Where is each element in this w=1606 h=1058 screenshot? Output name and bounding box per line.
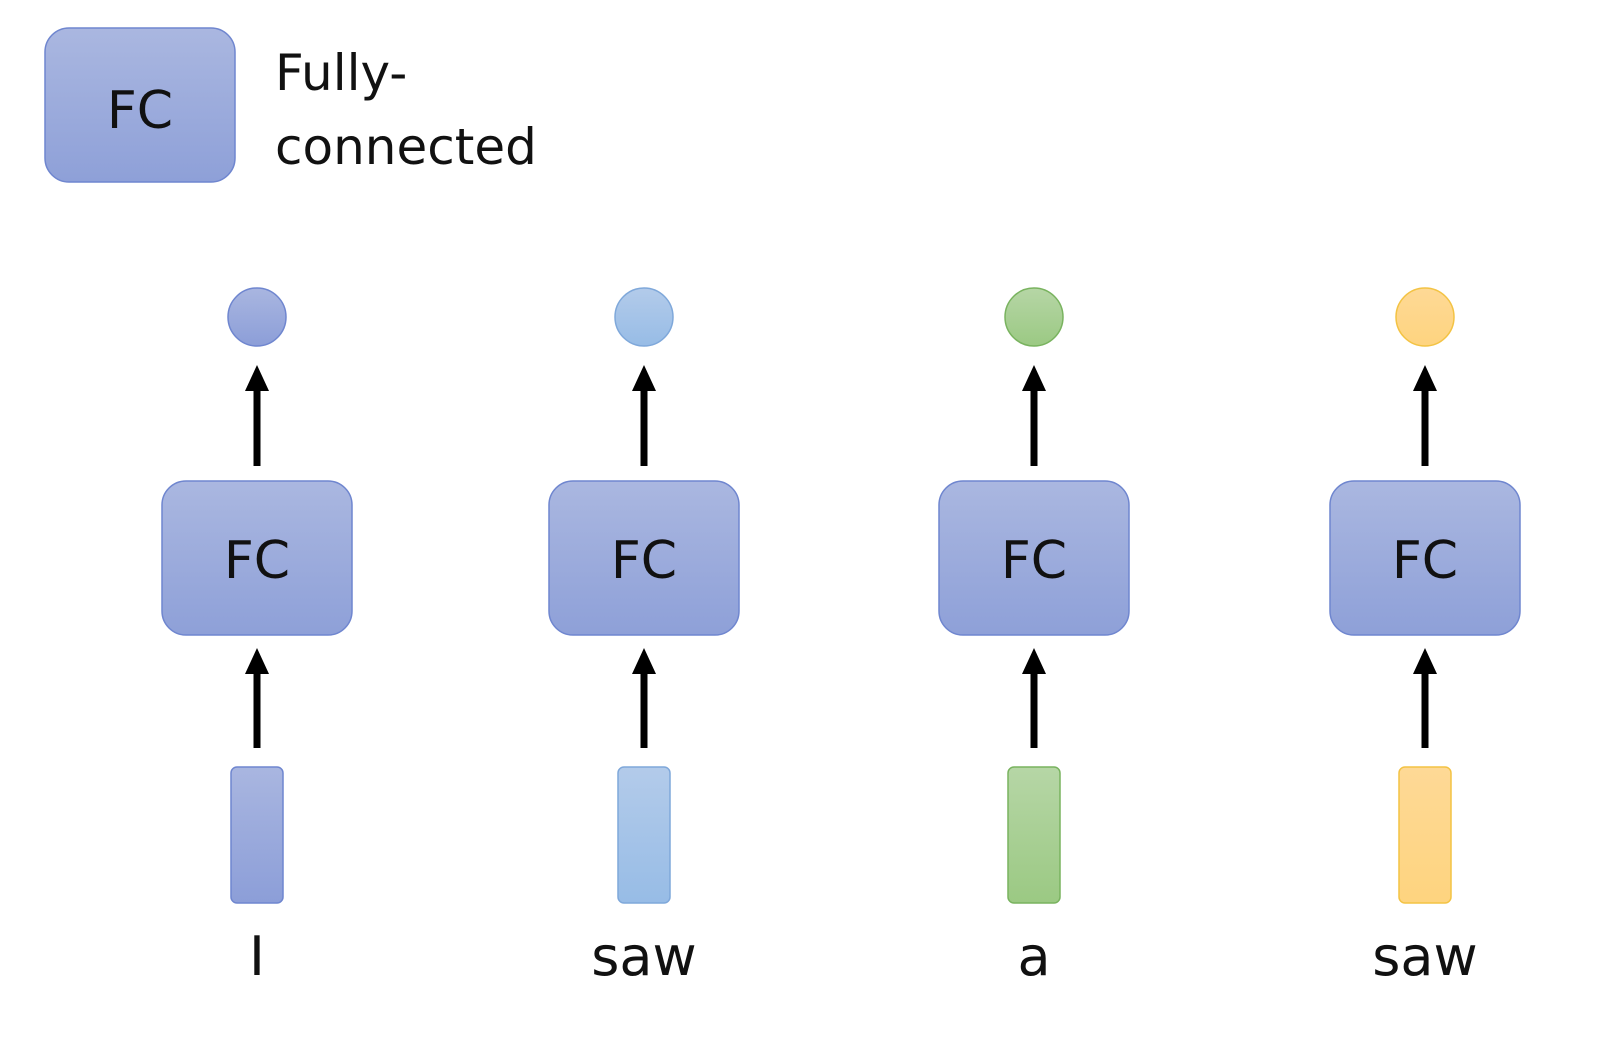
arrow-input-to-fc bbox=[245, 648, 269, 748]
input-embedding bbox=[1398, 766, 1452, 904]
fc-block-label: FC bbox=[611, 531, 677, 591]
fc-block bbox=[938, 480, 1130, 636]
legend-fc-box bbox=[44, 27, 236, 183]
fc-block bbox=[548, 480, 740, 636]
fc-block bbox=[161, 480, 353, 636]
word-label: saw bbox=[591, 925, 696, 988]
input-embedding bbox=[617, 766, 671, 904]
token-columns: FC I FC saw FC a FC saw bbox=[161, 287, 1521, 988]
arrow-input-to-fc-head bbox=[1413, 648, 1437, 674]
arrow-input-to-fc-head bbox=[632, 648, 656, 674]
arrow-fc-to-output bbox=[1022, 365, 1046, 466]
arrow-fc-to-output-head bbox=[1022, 365, 1046, 391]
column-4: FC saw bbox=[1329, 287, 1521, 988]
word-label: saw bbox=[1372, 925, 1477, 988]
arrow-fc-to-output-head bbox=[245, 365, 269, 391]
input-embedding bbox=[1007, 766, 1061, 904]
arrow-input-to-fc-head bbox=[1022, 648, 1046, 674]
column-1: FC I bbox=[161, 287, 353, 988]
column-2: FC saw bbox=[548, 287, 740, 988]
arrow-fc-to-output bbox=[1413, 365, 1437, 466]
word-label: a bbox=[1017, 925, 1050, 988]
legend-description-line1: Fully- bbox=[275, 44, 407, 102]
legend-description-line2: connected bbox=[275, 118, 537, 176]
output-node bbox=[1004, 287, 1064, 347]
arrow-fc-to-output-head bbox=[632, 365, 656, 391]
arrow-input-to-fc bbox=[1022, 648, 1046, 748]
arrow-input-to-fc-head bbox=[245, 648, 269, 674]
output-node bbox=[1395, 287, 1455, 347]
fc-block bbox=[1329, 480, 1521, 636]
arrow-fc-to-output bbox=[245, 365, 269, 466]
fc-block-label: FC bbox=[1001, 531, 1067, 591]
arrow-fc-to-output-head bbox=[1413, 365, 1437, 391]
fc-block-label: FC bbox=[224, 531, 290, 591]
word-label: I bbox=[249, 925, 265, 988]
legend-fc-label: FC bbox=[107, 81, 173, 141]
output-node bbox=[227, 287, 287, 347]
column-3: FC a bbox=[938, 287, 1130, 988]
output-node bbox=[614, 287, 674, 347]
fc-block-label: FC bbox=[1392, 531, 1458, 591]
arrow-input-to-fc bbox=[632, 648, 656, 748]
legend: FC Fully- connected bbox=[44, 27, 537, 183]
arrow-fc-to-output bbox=[632, 365, 656, 466]
input-embedding bbox=[230, 766, 284, 904]
arrow-input-to-fc bbox=[1413, 648, 1437, 748]
